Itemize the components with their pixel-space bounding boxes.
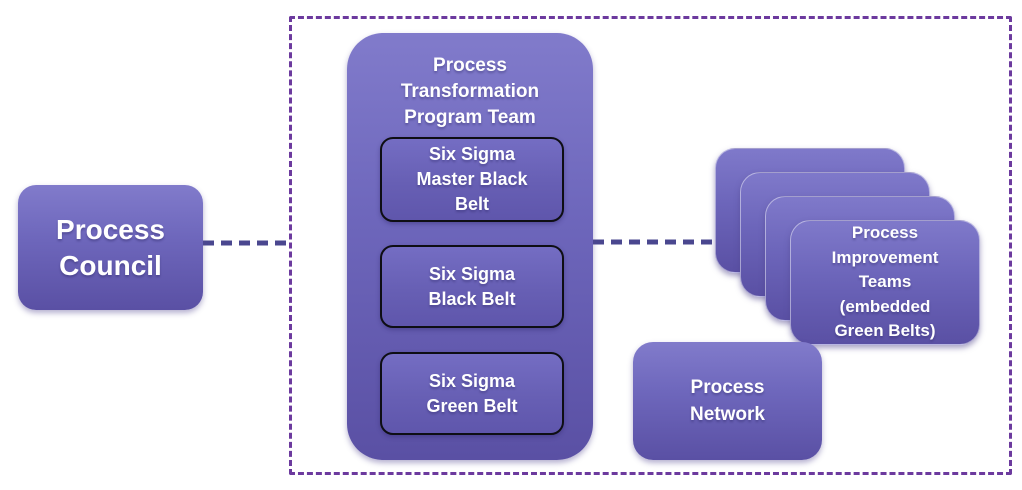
six-sigma-green-belt-label: Six Sigma Green Belt — [426, 370, 518, 416]
process-network-box: Process Network — [633, 342, 822, 460]
program-boundary-frame — [289, 16, 1012, 475]
six-sigma-black-belt-box: Six Sigma Black Belt — [380, 245, 564, 328]
process-council-label: Process Council — [56, 213, 165, 281]
improvement-teams-label: Process Improvement Teams (embedded Gree… — [831, 223, 939, 341]
process-council-box: Process Council — [18, 185, 203, 310]
program-team-title: Process Transformation Program Team — [400, 55, 540, 128]
improvement-teams-box: Process Improvement Teams (embedded Gree… — [790, 220, 980, 345]
process-network-label: Process Network — [690, 377, 765, 425]
six-sigma-black-belt-label: Six Sigma Black Belt — [428, 263, 516, 309]
six-sigma-master-black-belt-label: Six Sigma Master Black Belt — [416, 144, 528, 214]
program-team-box: Process Transformation Program Team Six … — [347, 33, 593, 460]
six-sigma-master-black-belt-box: Six Sigma Master Black Belt — [380, 137, 564, 222]
six-sigma-green-belt-box: Six Sigma Green Belt — [380, 352, 564, 435]
